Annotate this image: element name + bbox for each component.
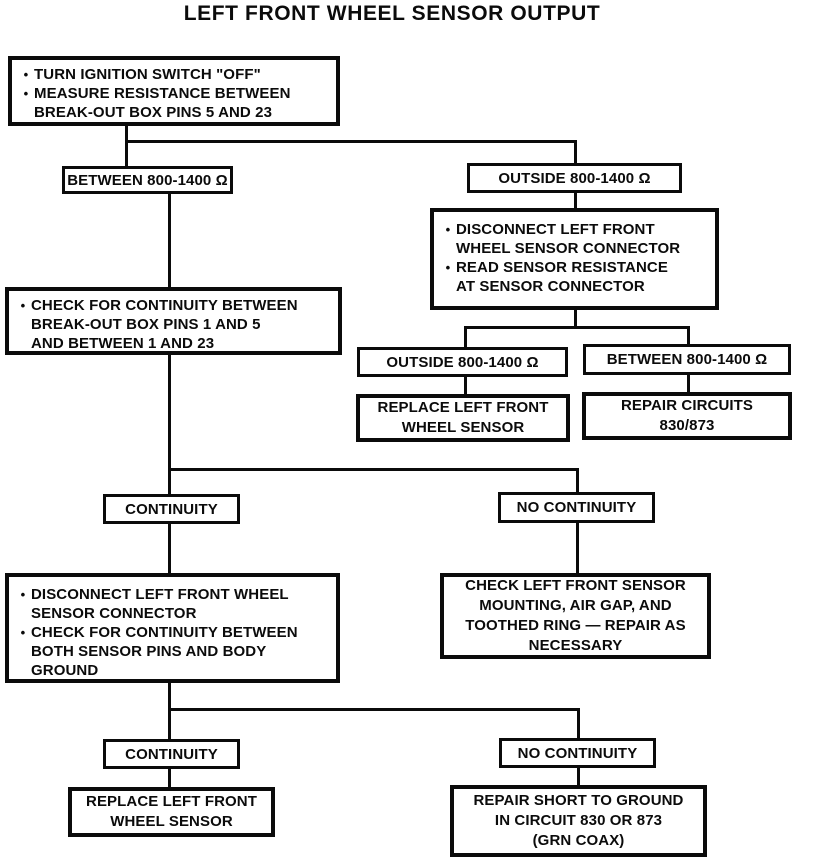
flow-node-check-mounting: CHECK LEFT FRONT SENSOR MOUNTING, AIR GA… [440,573,711,659]
bullet-item: • CHECK FOR CONTINUITY BETWEEN BOTH SENS… [15,623,332,680]
bullet-text: MEASURE RESISTANCE BETWEEN BREAK-OUT BOX… [34,85,291,121]
connector-line [168,354,171,495]
bullet-item: • READ SENSOR RESISTANCE AT SENSOR CONNE… [440,258,711,296]
flow-node-start: • TURN IGNITION SWITCH "OFF" • MEASURE R… [8,56,340,126]
connector-line [574,309,577,329]
diagram-title: LEFT FRONT WHEEL SENSOR OUTPUT [183,2,601,25]
flow-node-check-continuity-breakout: • CHECK FOR CONTINUITY BETWEEN BREAK-OUT… [5,287,342,355]
connector-line [574,140,577,165]
flow-node-disconnect-check-ground: • DISCONNECT LEFT FRONT WHEEL SENSOR CON… [5,573,340,683]
bullet-item: • DISCONNECT LEFT FRONT WHEEL SENSOR CON… [440,220,711,258]
flow-node-repair-circuits: REPAIR CIRCUITS 830/873 [582,392,792,440]
flow-label-between-1: BETWEEN 800-1400 Ω [62,166,233,194]
flow-node-repair-short: REPAIR SHORT TO GROUND IN CIRCUIT 830 OR… [450,785,707,857]
flow-label-outside-2: OUTSIDE 800-1400 Ω [357,347,568,377]
connector-line [125,126,128,169]
connector-line [168,768,171,788]
connector-line [576,522,579,574]
flow-node-replace-sensor-1: REPLACE LEFT FRONT WHEEL SENSOR [356,394,570,442]
connector-line [168,682,171,740]
bullet-item: • DISCONNECT LEFT FRONT WHEEL SENSOR CON… [15,585,332,623]
bullet-text: TURN IGNITION SWITCH "OFF" [34,66,261,83]
bullet-text: DISCONNECT LEFT FRONT WHEEL SENSOR CONNE… [456,221,681,257]
connector-line [576,468,579,493]
connector-line [687,374,690,393]
bullet-text: DISCONNECT LEFT FRONT WHEEL SENSOR CONNE… [31,586,289,622]
bullet-text: READ SENSOR RESISTANCE AT SENSOR CONNECT… [456,259,668,295]
flow-label-between-2: BETWEEN 800-1400 Ω [583,344,791,375]
bullet-item: • CHECK FOR CONTINUITY BETWEEN BREAK-OUT… [15,296,334,353]
bullet-icon: • [445,222,451,237]
connector-line [168,708,580,711]
connector-line [168,468,579,471]
flow-label-no-continuity-2: NO CONTINUITY [499,738,656,768]
connector-line [168,193,171,289]
connector-line [687,326,690,346]
flow-label-continuity-1: CONTINUITY [103,494,240,524]
connector-line [464,376,467,395]
bullet-text: CHECK FOR CONTINUITY BETWEEN BOTH SENSOR… [31,624,298,679]
bullet-icon: • [20,298,26,313]
bullet-icon: • [445,260,451,275]
bullet-icon: • [23,67,29,82]
connector-line [574,192,577,210]
connector-line [577,767,580,786]
flow-label-no-continuity-1: NO CONTINUITY [498,492,655,523]
flow-label-outside-1: OUTSIDE 800-1400 Ω [467,163,682,193]
bullet-icon: • [23,86,29,101]
bullet-icon: • [20,625,26,640]
bullet-item: • MEASURE RESISTANCE BETWEEN BREAK-OUT B… [18,84,332,122]
flow-label-continuity-2: CONTINUITY [103,739,240,769]
bullet-icon: • [20,587,26,602]
connector-line [168,523,171,574]
connector-line [577,708,580,739]
flow-node-disconnect-read-sensor: • DISCONNECT LEFT FRONT WHEEL SENSOR CON… [430,208,719,310]
bullet-text: CHECK FOR CONTINUITY BETWEEN BREAK-OUT B… [31,297,298,352]
bullet-item: • TURN IGNITION SWITCH "OFF" [18,65,332,84]
connector-line [464,326,467,348]
flow-node-replace-sensor-2: REPLACE LEFT FRONT WHEEL SENSOR [68,787,275,837]
connector-line [125,140,577,143]
connector-line [464,326,690,329]
